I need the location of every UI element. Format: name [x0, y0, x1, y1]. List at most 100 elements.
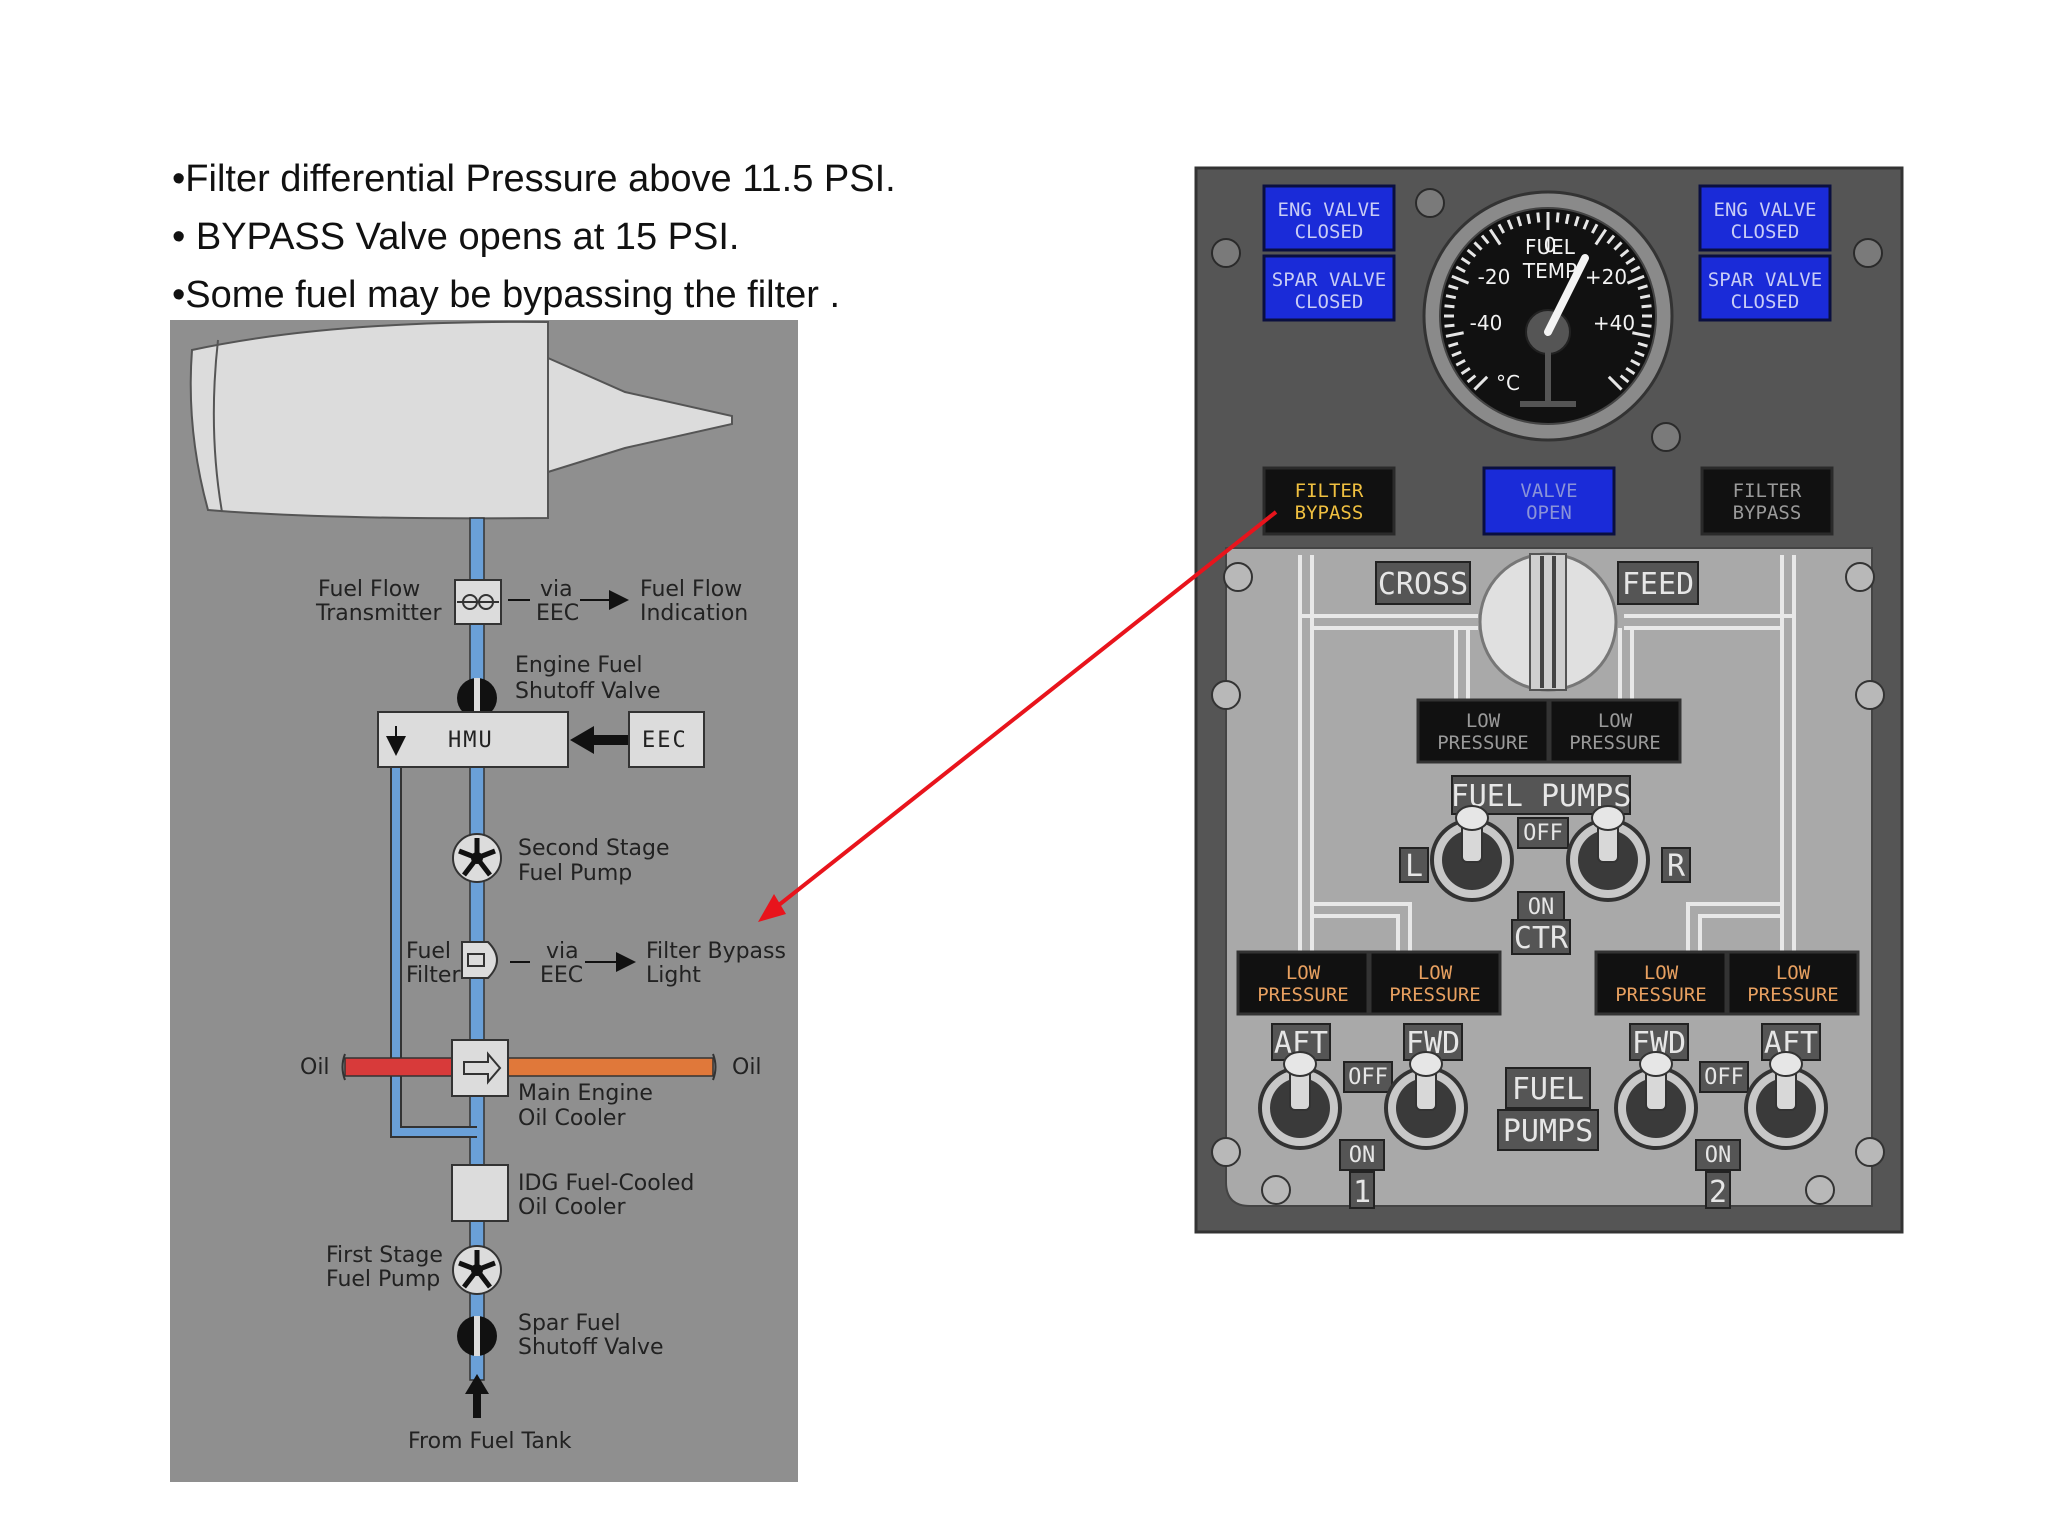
eng1-off-label: OFF	[1348, 1065, 1388, 1090]
gauge-tick	[1536, 212, 1541, 223]
bullet-fuel-bypassing: •Some fuel may be bypassing the filter .	[172, 274, 841, 316]
eng-valve-closed-right	[1698, 184, 1832, 252]
ctr-on-label: ON	[1528, 895, 1555, 920]
ctr-pump-r-switch[interactable]	[1566, 805, 1650, 902]
idg-oil-cooler-icon	[451, 1164, 509, 1222]
eng1-number-label: 1	[1353, 1175, 1371, 1210]
fuel-filter-icon	[461, 941, 498, 979]
gauge-tick	[1460, 366, 1471, 376]
via-eec-label-1: via	[540, 577, 573, 602]
gauge-tick	[1641, 304, 1652, 309]
ctr-low-pressure-left-label-2: PRESSURE	[1437, 732, 1529, 754]
gauge-tick	[1448, 341, 1459, 348]
from-fuel-tank-arrow	[465, 1374, 489, 1418]
eng1-on-plate	[1339, 1139, 1385, 1171]
gauge-tick	[1613, 241, 1623, 251]
via-eec-2-label-2: EEC	[540, 963, 583, 988]
second-stage-pump-icon	[452, 833, 502, 883]
gauge-tick	[1582, 219, 1590, 230]
fuel-plate	[1505, 1067, 1591, 1109]
engine-nacelle-icon	[189, 320, 733, 520]
gauge-tick	[1632, 331, 1651, 338]
idg-oil-cooler-label-1: IDG Fuel-Cooled	[518, 1171, 694, 1196]
eec-to-hmu-arrow	[570, 726, 628, 754]
oil-right-label: Oil	[732, 1055, 762, 1080]
fuel-label: FUEL	[1512, 1072, 1584, 1107]
gauge-tick	[1555, 212, 1560, 223]
callout-arrow	[758, 510, 1278, 922]
gauge-tick	[1506, 219, 1514, 230]
spar-fuel-shutoff-label-2: Shutoff Valve	[518, 1335, 664, 1360]
fuel-temp-gauge	[1422, 190, 1674, 442]
l-plate	[1399, 847, 1429, 883]
filter-bypass-right-label-1: FILTER	[1733, 480, 1802, 502]
gauge-tick	[1451, 274, 1470, 285]
gauge-tick	[1630, 358, 1641, 367]
spar-valve-closed-right-label-2: CLOSED	[1731, 291, 1800, 313]
ctr-pump-l-switch[interactable]	[1430, 805, 1514, 902]
gauge-tick	[1448, 284, 1459, 291]
bullet-list: •Filter differential Pressure above 11.5…	[172, 150, 1152, 324]
gauge-tick	[1634, 350, 1645, 358]
from-fuel-tank-label: From Fuel Tank	[408, 1429, 572, 1454]
filter-bypass-light-left	[1262, 466, 1396, 536]
gauge-tick	[1619, 248, 1630, 258]
gauge-tick	[1637, 341, 1648, 348]
gauge-tick	[1526, 213, 1532, 225]
main-engine-oil-cooler-label-2: Oil Cooler	[518, 1106, 626, 1131]
gauge-tick	[1590, 223, 1599, 234]
fuel-control-panel: ENG VALVE CLOSED SPAR VALVE CLOSED ENG V…	[1194, 166, 1904, 1234]
gauge-scale-minus-20: -20	[1478, 265, 1511, 289]
spar-valve-closed-right	[1698, 254, 1832, 322]
engine-fuel-shutoff-valve-icon	[457, 678, 497, 718]
gauge-tick	[1480, 234, 1490, 245]
gauge-tick	[1445, 294, 1457, 300]
eng1-fwd-pump-switch[interactable]	[1384, 1051, 1468, 1150]
ctr-low-pressure-left	[1416, 698, 1550, 764]
eng1-aft-low-pressure-label-2: PRESSURE	[1257, 984, 1349, 1006]
eng2-aft-low-pressure-label-1: LOW	[1776, 962, 1811, 984]
main-engine-oil-cooler-label-1: Main Engine	[518, 1081, 653, 1106]
gauge-tick	[1445, 331, 1464, 338]
gauge-tick	[1619, 374, 1630, 384]
filter-bypass-left-label-2: BYPASS	[1295, 502, 1364, 524]
pumps-plate	[1497, 1109, 1599, 1151]
valve-open-label-1: VALVE	[1520, 480, 1577, 502]
fuel-flow-transmitter-label-2: Transmitter	[315, 601, 442, 626]
ctr-plate	[1511, 919, 1571, 955]
eng2-on-plate	[1695, 1139, 1741, 1171]
second-stage-pump-label-1: Second Stage	[518, 836, 670, 861]
gauge-scale-plus-40: +40	[1593, 311, 1635, 335]
spar-valve-closed-left-label-2: CLOSED	[1295, 291, 1364, 313]
feed-plate	[1617, 561, 1699, 605]
l-label: L	[1405, 849, 1423, 884]
lower-subpanel	[1225, 547, 1873, 1207]
second-stage-pump-label-2: Fuel Pump	[518, 861, 632, 886]
gauge-title-temp: TEMP	[1522, 259, 1577, 283]
first-stage-pump-label-2: Fuel Pump	[326, 1267, 440, 1292]
fuel-flow-indication-label-2: Indication	[640, 601, 748, 626]
eng1-aft-pump-switch[interactable]	[1258, 1051, 1342, 1150]
eng1-fwd-low-pressure-label-1: LOW	[1418, 962, 1453, 984]
eng2-fwd-pump-switch[interactable]	[1614, 1051, 1698, 1150]
ctr-off-label: OFF	[1523, 821, 1563, 846]
panel-screws	[1211, 188, 1883, 452]
eng1-off-plate	[1343, 1061, 1393, 1093]
filter-bypass-left-label-1: FILTER	[1295, 480, 1364, 502]
crossfeed-piping	[1298, 555, 1796, 952]
eng2-aft-pump-switch[interactable]	[1744, 1051, 1828, 1150]
fuel-flow-transmitter-label-1: Fuel Flow	[318, 577, 420, 602]
eng-valve-closed-left	[1262, 184, 1396, 252]
fuel-flow-transmitter-icon	[454, 579, 502, 625]
eng2-fwd-low-pressure-label-2: PRESSURE	[1615, 984, 1707, 1006]
oil-line	[341, 1053, 717, 1081]
gauge-tick	[1497, 223, 1506, 234]
eec-box	[628, 711, 705, 768]
gauge-tick	[1444, 304, 1455, 309]
pumps-label: PUMPS	[1503, 1114, 1593, 1149]
crossfeed-selector-knob[interactable]	[1478, 552, 1618, 692]
engine-fuel-shutoff-label-2: Shutoff Valve	[515, 679, 661, 704]
eng2-off-plate	[1699, 1061, 1749, 1093]
gauge-scale-zero: 0	[1544, 233, 1557, 257]
